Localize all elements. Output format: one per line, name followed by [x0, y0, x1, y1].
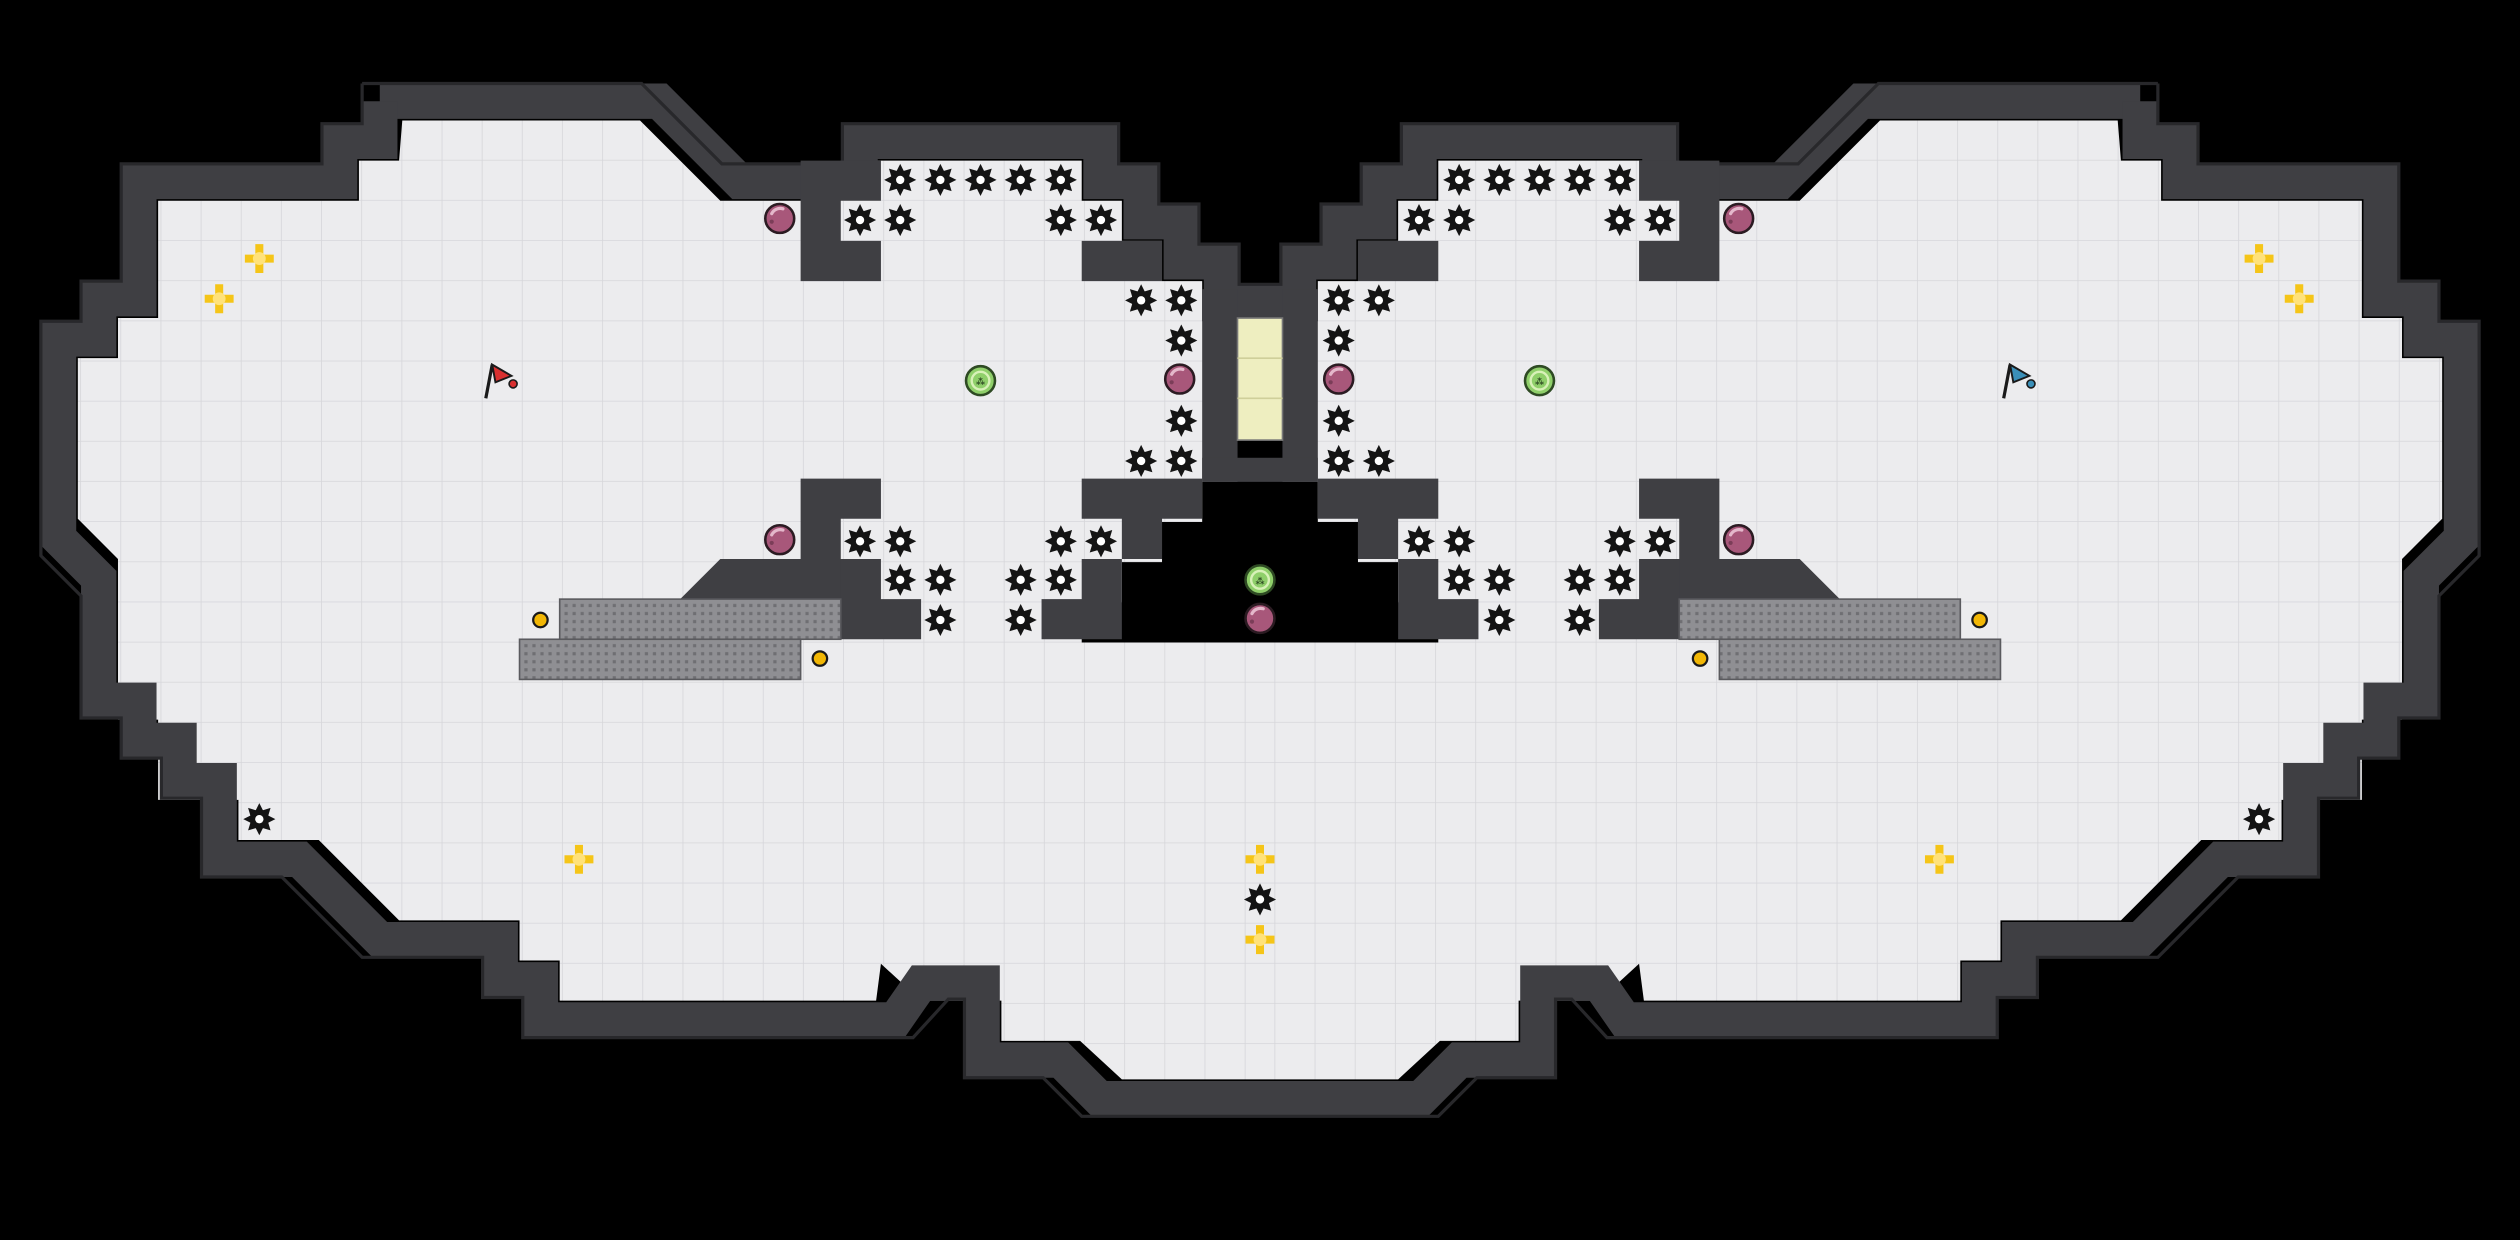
outer-wall — [40, 83, 1260, 1117]
blue-flag-icon[interactable] — [2002, 362, 2036, 399]
portal — [1236, 317, 1284, 441]
gate-blocks — [518, 598, 842, 681]
red-flag-icon[interactable] — [484, 362, 518, 399]
upper-chamber-wall — [800, 160, 881, 282]
